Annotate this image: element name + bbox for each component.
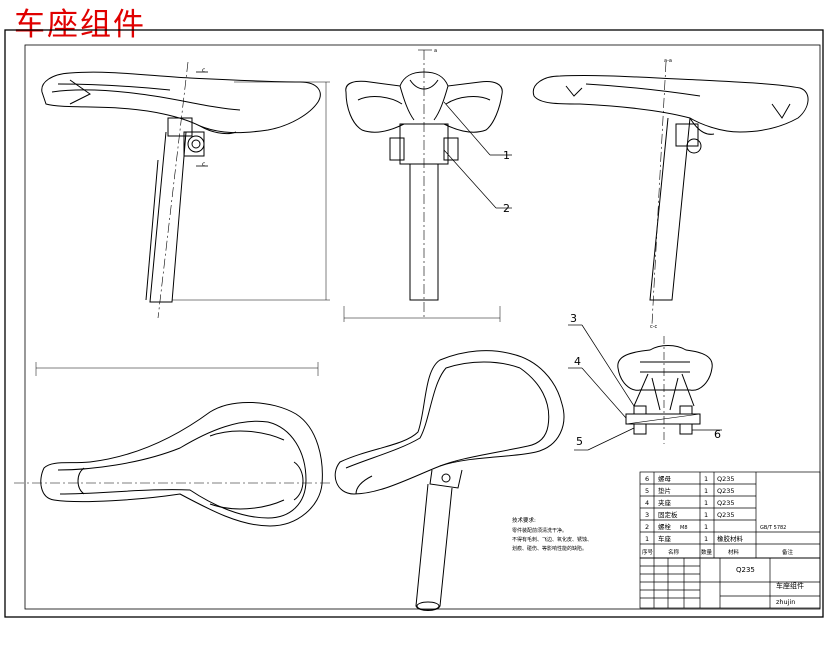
bom-row-4-material: Q235 xyxy=(717,511,735,519)
bom-header-material: 材料 xyxy=(728,548,740,556)
drawing-title: 车座组件 xyxy=(14,7,146,43)
title-block-material: Q235 xyxy=(736,566,755,574)
bom-row-3-material: Q235 xyxy=(717,499,735,507)
bom-table: 6 螺母 1 Q235 5 垫片 1 Q235 4 夹座 1 Q235 3 固定… xyxy=(639,471,821,559)
view-label-cc: c-c xyxy=(650,324,658,330)
bom-row-4-qty: 1 xyxy=(704,511,708,519)
title-block-drawing-name: 车座组件 xyxy=(776,581,804,590)
outer-border xyxy=(4,29,824,618)
bom-row-3-name: 夹座 xyxy=(658,498,672,507)
bom-row-6-qty: 1 xyxy=(704,535,708,543)
callout-4: 4 xyxy=(574,355,581,368)
bom-header-name: 名称 xyxy=(668,548,680,556)
bom-row-3-qty: 1 xyxy=(704,499,708,507)
note-line-1: 零件装配前须清洗干净。 xyxy=(512,527,567,534)
technical-notes: 技术要求: 零件装配前须清洗干净。 不得有毛刺、飞边、氧化皮、锈蚀、 划痕、碰伤… xyxy=(512,516,592,552)
section-mark-a: a xyxy=(434,48,437,54)
detail-section-view: 3 4 5 6 xyxy=(568,312,722,451)
top-view xyxy=(14,362,330,527)
inner-border xyxy=(24,44,821,610)
callout-6: 6 xyxy=(714,428,721,441)
bom-row-2-material: Q235 xyxy=(717,487,735,495)
bom-header-no: 序号 xyxy=(642,548,654,556)
bom-row-5-no: 2 xyxy=(645,523,649,531)
bom-row-1-qty: 1 xyxy=(704,475,708,483)
bom-header-qty: 数量 xyxy=(701,548,713,556)
bom-row-6-name: 车座 xyxy=(658,534,672,543)
section-view-right: a-a c-c xyxy=(532,58,809,330)
callout-5: 5 xyxy=(576,435,583,448)
view-label-aa: a-a xyxy=(664,58,672,64)
side-view-left: c c xyxy=(41,61,330,319)
front-view-middle: a 1 2 xyxy=(343,48,512,322)
bom-row-6-material: 橡胶材料 xyxy=(717,534,744,543)
callout-1: 1 xyxy=(503,149,510,162)
bom-row-1-material: Q235 xyxy=(717,475,735,483)
bom-row-1-name: 螺母 xyxy=(658,474,672,483)
title-block-company: zhujin xyxy=(776,598,795,606)
section-mark-c-top: c xyxy=(202,67,205,74)
bom-row-5-name: 螺栓 xyxy=(658,522,672,531)
callout-2: 2 xyxy=(503,202,510,215)
section-mark-c-bottom: c xyxy=(202,161,205,168)
bom-row-2-no: 5 xyxy=(645,487,649,495)
bom-row-4-no: 3 xyxy=(645,511,649,519)
isometric-view xyxy=(334,350,565,611)
bom-row-4-name: 固定板 xyxy=(658,510,678,519)
notes-heading: 技术要求: xyxy=(512,516,536,524)
note-line-2: 不得有毛刺、飞边、氧化皮、锈蚀、 xyxy=(512,536,592,543)
bom-row-5-spec: M8 xyxy=(680,525,688,531)
bom-row-2-name: 垫片 xyxy=(658,486,671,495)
title-block: Q235 车座组件 zhujin xyxy=(639,557,821,609)
bom-row-3-no: 4 xyxy=(645,499,649,507)
note-line-3: 划痕、碰伤、等影响性能的缺陷。 xyxy=(512,545,587,552)
bom-row-1-no: 6 xyxy=(645,475,649,483)
bom-row-2-qty: 1 xyxy=(704,487,708,495)
bom-row-6-no: 1 xyxy=(645,535,649,543)
bom-row-5-note: GB/T 5782 xyxy=(760,525,786,531)
bom-header-note: 备注 xyxy=(782,548,794,556)
bom-row-5-qty: 1 xyxy=(704,523,708,531)
callout-3: 3 xyxy=(570,312,577,325)
